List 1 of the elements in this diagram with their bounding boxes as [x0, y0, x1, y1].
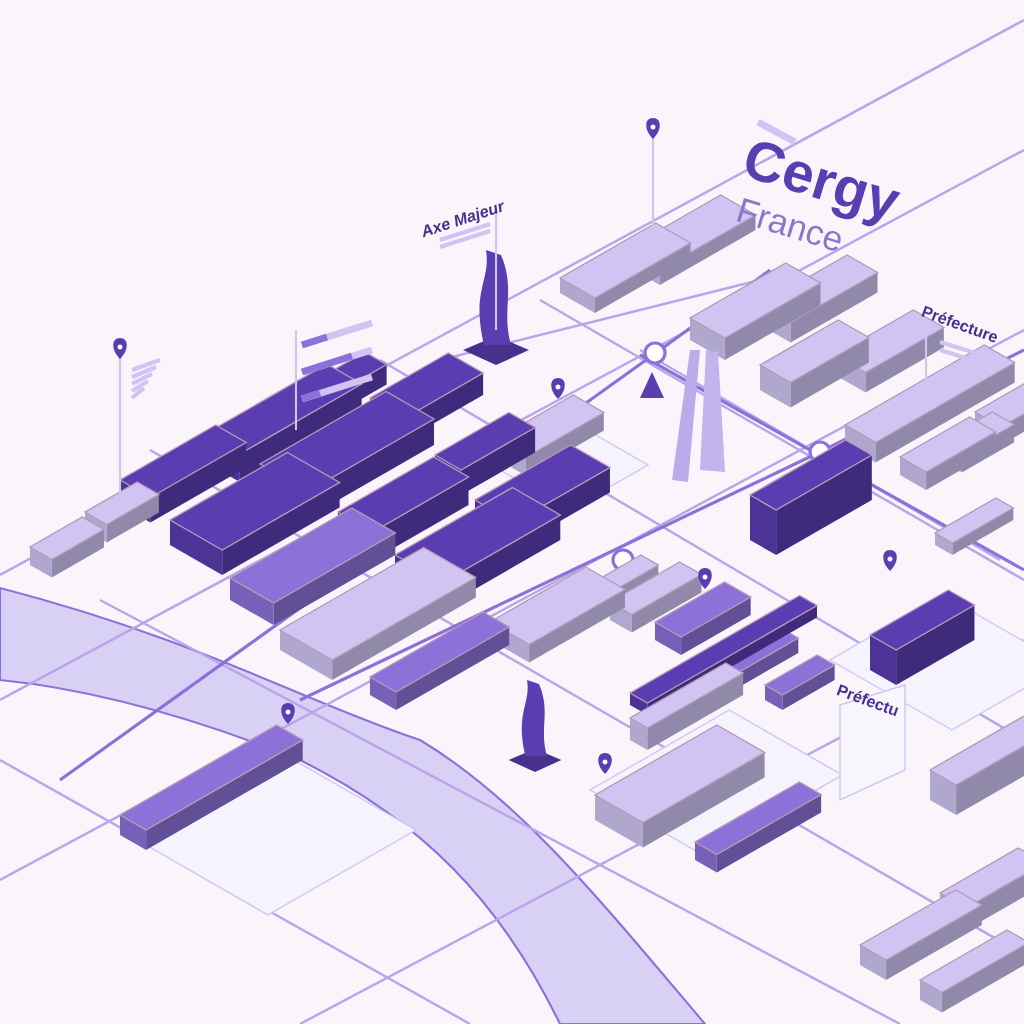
place-label: Axe Majeur: [422, 202, 504, 238]
